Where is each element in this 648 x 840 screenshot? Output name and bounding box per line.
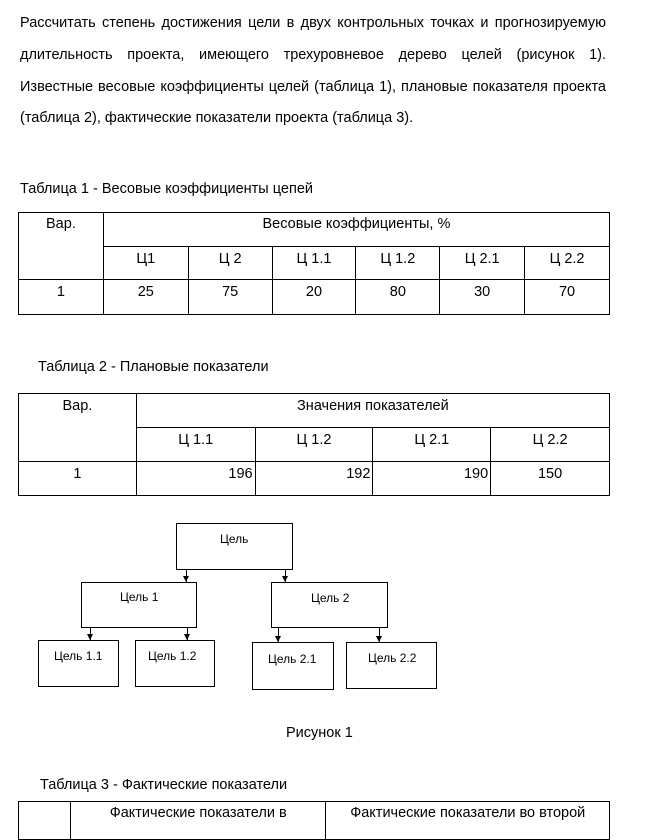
intro-paragraph: Рассчитать степень достижения цели в дву… (20, 15, 606, 127)
goal-1-box: Цель 1 (81, 582, 197, 628)
goal-2-label: Цель 2 (311, 591, 350, 605)
table2-value-cell: 196 (135, 461, 256, 496)
table1-value-cell: 20 (271, 279, 357, 315)
table1-col-header: Ц1 (102, 246, 189, 280)
table1-group-header: Весовые коэффициенты, % (102, 212, 611, 247)
table2-col-header: Ц 1.2 (254, 427, 374, 462)
table2-group-header: Значения показателей (135, 393, 611, 428)
goal-1-1-box: Цель 1.1 (38, 640, 119, 687)
table2-value-cell: 192 (254, 461, 374, 496)
table2-var-cell: 1 (18, 461, 137, 496)
table3-actual: Фактические показатели в Фактические пок… (18, 801, 610, 840)
goal-2-2-box: Цель 2.2 (346, 642, 437, 689)
goal-1-1-label: Цель 1.1 (54, 649, 103, 663)
table1-col-header: Ц 1.1 (271, 246, 357, 280)
goal-2-1-label: Цель 2.1 (268, 652, 317, 666)
table1-col-header: Ц 2.2 (524, 246, 610, 280)
goal-2-2-label: Цель 2.2 (368, 651, 417, 665)
figure-caption: Рисунок 1 (286, 725, 353, 741)
table2-caption: Таблица 2 - Плановые показатели (38, 359, 269, 375)
table2-col-header: Ц 1.1 (135, 427, 256, 462)
table1-var-header: Вар. (18, 212, 104, 280)
table1-col-header: Ц 2.1 (439, 246, 526, 280)
table1-value-cell: 30 (439, 279, 526, 315)
table1-col-header: Ц 1.2 (355, 246, 441, 280)
table2-col-header: Ц 2.1 (372, 427, 492, 462)
goal-1-label: Цель 1 (120, 590, 159, 604)
table1-value-cell: 80 (355, 279, 441, 315)
goal-root-label: Цель (220, 532, 249, 546)
table1-weights: Вар. Весовые коэффициенты, % Ц1 Ц 2 Ц 1.… (18, 212, 611, 315)
goal-2-1-box: Цель 2.1 (252, 642, 334, 690)
goal-root-box: Цель (176, 523, 293, 570)
table1-value-cell: 70 (524, 279, 610, 315)
table3-col1-header: Фактические показатели в (69, 801, 327, 840)
table3-caption: Таблица 3 - Фактические показатели (40, 777, 288, 793)
table2-var-header: Вар. (18, 393, 137, 462)
goal-1-2-box: Цель 1.2 (135, 640, 215, 687)
table1-col-header: Ц 2 (187, 246, 273, 280)
goal-tree-diagram: Цель Цель 1 Цель 2 Цель 1.1 Цель 1.2 Цел… (0, 520, 648, 700)
table3-var-header (18, 801, 71, 840)
table1-caption: Таблица 1 - Весовые коэффициенты цепей (20, 181, 313, 197)
goal-1-2-label: Цель 1.2 (148, 649, 197, 663)
table2-plan: Вар. Значения показателей Ц 1.1 Ц 1.2 Ц … (18, 393, 611, 496)
table1-var-cell: 1 (18, 279, 104, 315)
table1-value-cell: 25 (102, 279, 189, 315)
table1-value-cell: 75 (187, 279, 273, 315)
table2-col-header: Ц 2.2 (490, 427, 610, 462)
table2-value-cell: 150 (490, 461, 610, 496)
table3-col2-header: Фактические показатели во второй (325, 801, 610, 840)
table2-value-cell: 190 (372, 461, 492, 496)
goal-2-box: Цель 2 (271, 582, 388, 628)
